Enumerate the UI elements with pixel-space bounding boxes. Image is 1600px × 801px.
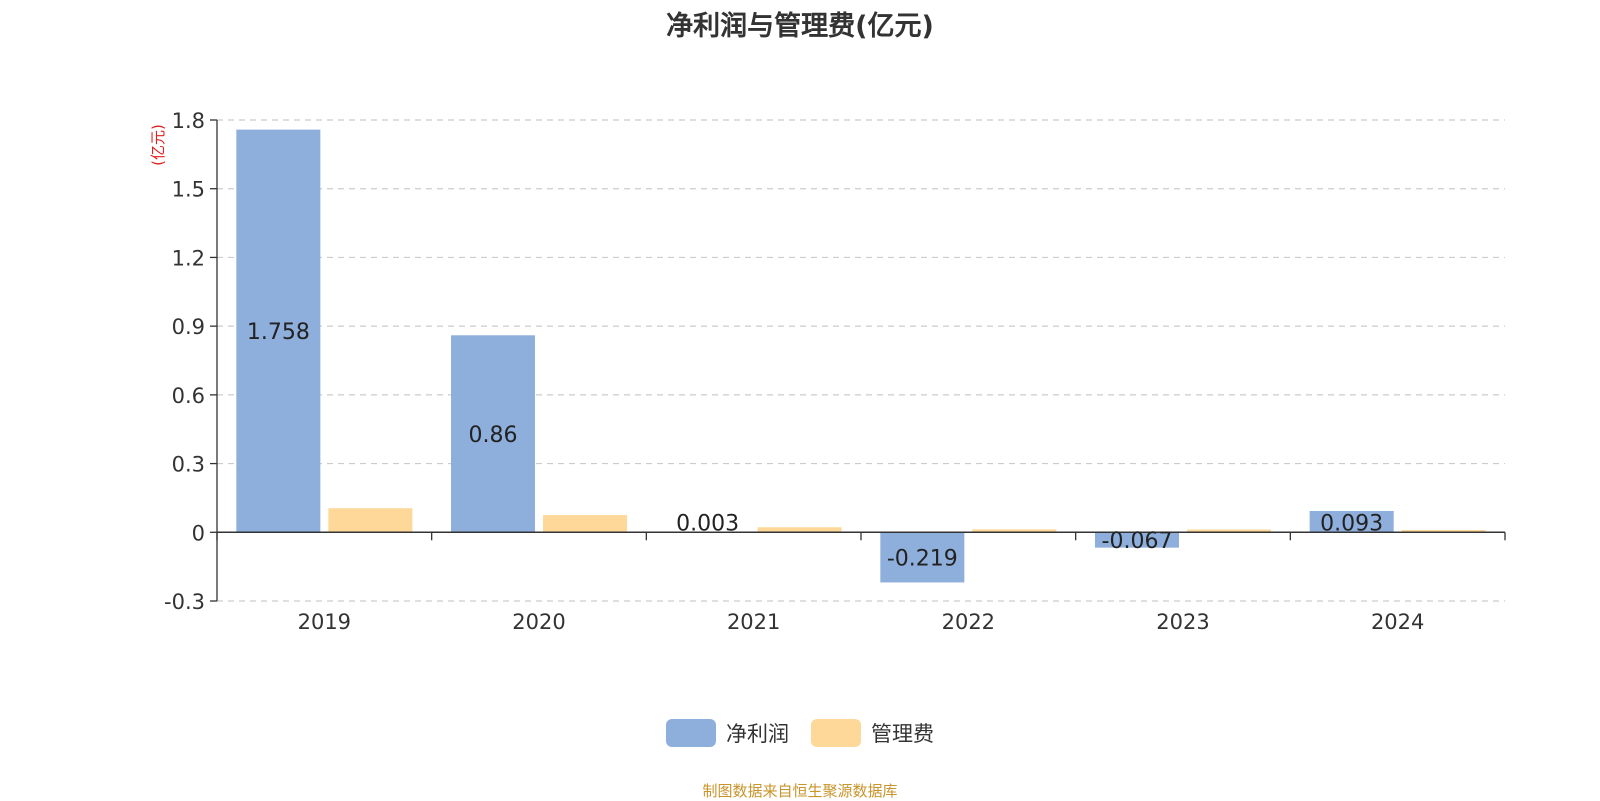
bar-net-profit-2022 — [880, 532, 965, 583]
bar-admin-expense-2024 — [1401, 529, 1486, 533]
y-tick-label: 1.8 — [172, 109, 205, 133]
data-label-2023: -0.067 — [1102, 529, 1173, 554]
bar-net-profit-2023 — [1095, 532, 1179, 548]
bar-net-profit-2019 — [236, 129, 321, 533]
y-tick-label: 1.5 — [172, 178, 205, 202]
y-tick-label: 1.2 — [172, 246, 205, 270]
bar-net-profit-2020 — [451, 335, 535, 533]
y-tick-label: 0.3 — [172, 453, 205, 477]
data-label-2022: -0.219 — [887, 546, 958, 571]
legend-swatch-admin-expense — [811, 719, 861, 747]
bar-net-profit-2024 — [1309, 510, 1394, 533]
bar-admin-expense-2021 — [757, 527, 842, 533]
legend: 净利润 管理费 — [0, 718, 1600, 748]
chart-title: 净利润与管理费(亿元) — [666, 11, 934, 42]
y-tick-label: -0.3 — [164, 590, 205, 614]
x-tick-label-2021: 2021 — [727, 610, 780, 634]
legend-item-admin-expense[interactable]: 管理费 — [811, 718, 934, 748]
y-tick-label: 0.6 — [172, 384, 205, 408]
legend-label-net-profit: 净利润 — [726, 722, 789, 746]
legend-swatch-net-profit — [666, 719, 716, 747]
bar-admin-expense-2020 — [543, 515, 627, 533]
bar-admin-expense-2022 — [972, 529, 1057, 533]
bar-admin-expense-2023 — [1187, 529, 1271, 533]
axis-layer: 1.8 1.5 1.2 0.9 0.6 0.3 0 -0.3 (亿元) 2019 2020 2021 2… — [149, 109, 1506, 634]
data-label-2024: 0.093 — [1320, 511, 1383, 536]
x-tick-label-2024: 2024 — [1371, 610, 1424, 634]
grid-layer — [217, 119, 1505, 602]
legend-item-net-profit[interactable]: 净利润 — [666, 718, 789, 748]
bars-layer — [236, 129, 1486, 583]
bar-admin-expense-2019 — [328, 508, 413, 533]
y-tick-label: 0.9 — [172, 315, 205, 339]
data-label-2021: 0.003 — [676, 511, 739, 536]
y-tick-label: 0 — [192, 521, 205, 545]
legend-label-admin-expense: 管理费 — [871, 722, 934, 746]
y-axis-label: (亿元) — [149, 124, 167, 166]
x-tick-label-2023: 2023 — [1156, 610, 1209, 634]
x-tick-label-2020: 2020 — [512, 610, 565, 634]
labels-layer: 1.758 0.86 0.003 -0.219 -0.067 0.093 — [247, 320, 1383, 571]
source-note: 制图数据来自恒生聚源数据库 — [702, 782, 898, 800]
x-tick-label-2022: 2022 — [942, 610, 995, 634]
data-label-2019: 1.758 — [247, 320, 310, 345]
data-label-2020: 0.86 — [469, 423, 518, 448]
x-tick-label-2019: 2019 — [298, 610, 351, 634]
